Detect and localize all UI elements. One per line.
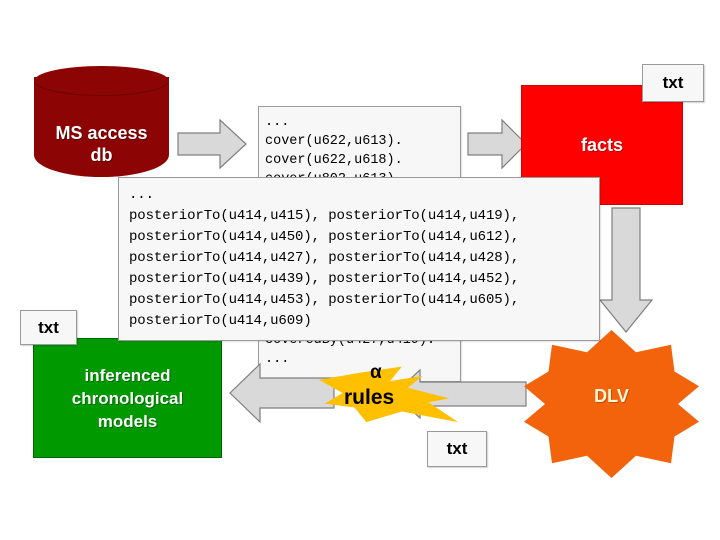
star-shape-icon xyxy=(524,330,699,478)
models-label-line1: inferenced xyxy=(84,365,171,385)
code-line: ... xyxy=(265,352,290,367)
models-label-line2: chronological xyxy=(71,388,184,408)
txt-tag-label: txt xyxy=(446,439,468,458)
database-label-line2: db xyxy=(90,145,113,165)
rules-lightning-shape[interactable]: α rules xyxy=(316,362,464,430)
code-line: posteriorTo(u414,u415), posteriorTo(u414… xyxy=(129,208,520,224)
txt-tag-rules[interactable]: txt xyxy=(427,431,487,467)
code-line: posteriorTo(u414,u453), posteriorTo(u414… xyxy=(129,292,520,308)
txt-tag-models[interactable]: txt xyxy=(20,310,77,345)
dlv-label: DLV xyxy=(594,386,629,406)
posterior-to-text-panel[interactable]: ... posteriorTo(u414,u415), posteriorTo(… xyxy=(118,177,600,341)
alpha-symbol: α xyxy=(370,362,382,383)
arrow-db-to-facts-text xyxy=(176,117,248,171)
rules-label: rules xyxy=(344,386,395,409)
code-line: posteriorTo(u414,u450), posteriorTo(u414… xyxy=(129,229,520,245)
txt-tag-label: txt xyxy=(38,317,59,337)
code-line: ... xyxy=(265,115,290,130)
arrow-rules-to-models xyxy=(228,362,336,424)
code-line: posteriorTo(u414,u609) xyxy=(129,313,312,329)
database-label: MS access db xyxy=(34,122,169,166)
facts-box[interactable]: facts xyxy=(521,85,683,205)
txt-tag-label: txt xyxy=(662,73,684,92)
database-label-line1: MS access xyxy=(55,123,148,143)
code-line: posteriorTo(u414,u427), posteriorTo(u414… xyxy=(129,250,520,266)
models-label-line3: models xyxy=(97,411,158,431)
inferenced-models-box[interactable]: inferenced chronological models xyxy=(33,338,222,458)
dlv-star[interactable]: DLV xyxy=(524,330,699,478)
arrow-text-to-facts xyxy=(466,117,528,171)
code-line: ... xyxy=(129,187,154,203)
txt-tag-facts[interactable]: txt xyxy=(642,64,704,102)
code-line: posteriorTo(u414,u439), posteriorTo(u414… xyxy=(129,271,520,287)
database-cylinder[interactable]: MS access db xyxy=(34,66,169,188)
code-line: ... xyxy=(129,332,599,340)
code-line: cover(u622,u618). xyxy=(265,153,403,168)
arrow-facts-to-dlv xyxy=(598,206,654,334)
facts-text-panel-top[interactable]: ... cover(u622,u613). cover(u622,u618). … xyxy=(258,106,461,184)
code-line: cover(u622,u613). xyxy=(265,134,403,149)
cylinder-top-ellipse-icon xyxy=(34,66,169,96)
facts-label: facts xyxy=(580,134,624,155)
